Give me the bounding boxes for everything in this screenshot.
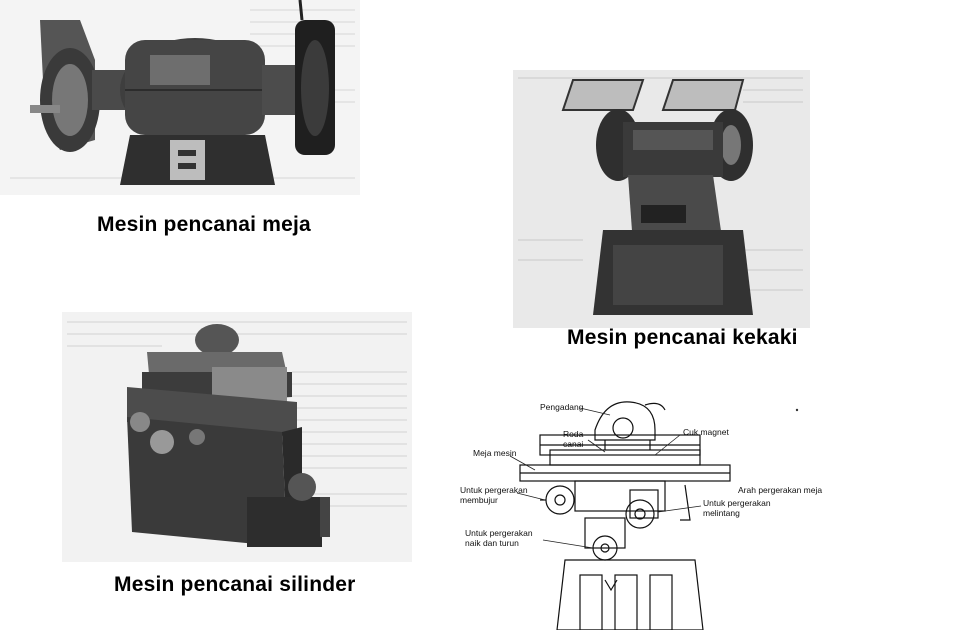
label-vertical-1: Untuk pergerakan	[465, 528, 533, 538]
bench-grinder-photo	[0, 0, 360, 195]
label-longitudinal-1: Untuk pergerakan	[460, 485, 528, 495]
label-wheel: Roda	[563, 429, 584, 439]
caption-cylindrical-grinder: Mesin pencanai silinder	[114, 573, 356, 596]
label-magnetic-chuck: Cuk magnet	[683, 427, 729, 437]
label-vertical-2: naik dan turun	[465, 538, 519, 548]
pedestal-grinder-photo	[513, 70, 810, 328]
label-cross-1: Untuk pergerakan	[703, 498, 771, 508]
label-guard: Pengadang	[540, 402, 584, 412]
caption-pedestal-grinder: Mesin pencanai kekaki	[567, 326, 798, 349]
label-cross-2: melintang	[703, 508, 740, 518]
cylindrical-grinder-photo	[62, 312, 412, 562]
label-machine-table: Meja mesin	[473, 448, 517, 458]
label-wheel-2: canai	[563, 439, 583, 449]
label-table-direction: Arah pergerakan meja	[738, 485, 822, 495]
surface-grinder-diagram: Pengadang Roda canai Cuk magnet Meja mes…	[455, 390, 828, 630]
label-longitudinal-2: membujur	[460, 495, 498, 505]
caption-bench-grinder: Mesin pencanai meja	[97, 213, 311, 236]
